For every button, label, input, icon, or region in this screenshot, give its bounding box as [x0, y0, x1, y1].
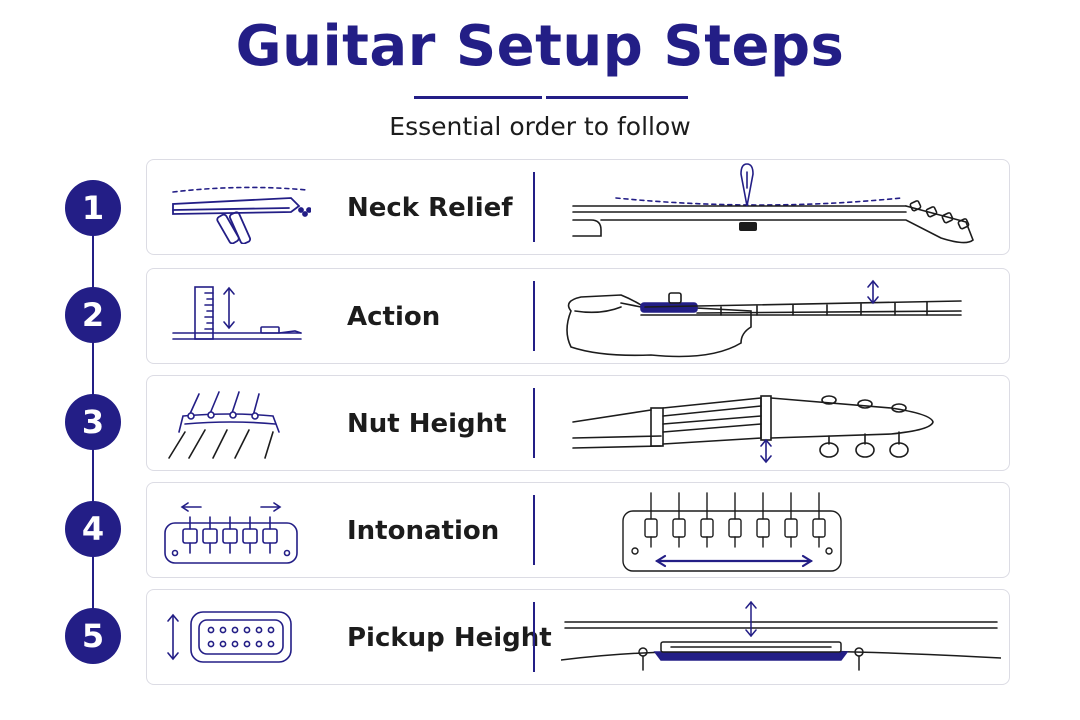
step-number-2: 2 [65, 287, 121, 343]
pickup-height-illustration [561, 592, 1001, 682]
pickup-icon [161, 600, 311, 674]
title-underline-right [546, 96, 688, 99]
step-card-nut-height: Nut Height [146, 375, 1010, 471]
step-label-intonation: Intonation [347, 516, 500, 546]
nut-height-illustration [561, 378, 1001, 468]
step-label-pickup-height: Pickup Height [347, 623, 552, 653]
step-card-action: Action [146, 268, 1010, 364]
intonation-illustration [561, 485, 1001, 575]
action-illustration [561, 271, 1001, 361]
card-divider [533, 388, 535, 458]
step-label-nut-height: Nut Height [347, 409, 507, 439]
action-ruler-icon [161, 279, 311, 353]
step-number-4: 4 [65, 501, 121, 557]
step-number-1: 1 [65, 180, 121, 236]
card-divider [533, 172, 535, 242]
neck-relief-illustration [561, 162, 1001, 252]
card-divider [533, 495, 535, 565]
step-number-3: 3 [65, 394, 121, 450]
step-label-action: Action [347, 302, 441, 332]
step-label-neck-relief: Neck Relief [347, 193, 513, 223]
bridge-saddle-icon [161, 493, 311, 567]
nut-icon [161, 386, 311, 460]
card-divider [533, 602, 535, 672]
step-card-intonation: Intonation [146, 482, 1010, 578]
neck-relief-icon [161, 170, 311, 244]
page-subtitle: Essential order to follow [389, 112, 691, 141]
step-card-pickup-height: Pickup Height [146, 589, 1010, 685]
page-title: Guitar Setup Steps [235, 14, 845, 79]
title-underline-left [414, 96, 542, 99]
step-number-5: 5 [65, 608, 121, 664]
step-card-neck-relief: Neck Relief [146, 159, 1010, 255]
card-divider [533, 281, 535, 351]
